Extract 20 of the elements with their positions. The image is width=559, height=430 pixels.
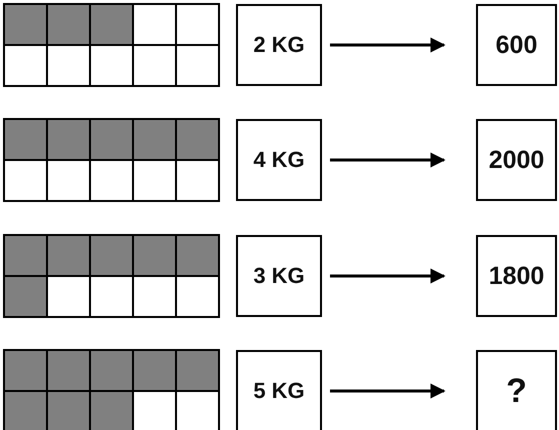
- result-value: ?: [506, 372, 527, 410]
- result-value: 600: [496, 30, 538, 60]
- result-value: 1800: [488, 262, 544, 290]
- arrow: [330, 268, 446, 284]
- weight-label: 4 KG: [253, 147, 305, 173]
- result-box: [476, 4, 557, 86]
- weight-label: 5 KG: [253, 378, 305, 404]
- weight-box: [236, 235, 322, 317]
- result-value: 2000: [488, 146, 544, 174]
- weight-box: [236, 4, 322, 86]
- weight-box: [236, 350, 322, 430]
- result-box: [476, 350, 557, 430]
- weight-label: 2 KG: [253, 32, 305, 58]
- arrow: [330, 152, 446, 168]
- weight-label: 3 KG: [253, 263, 305, 289]
- weight-box: [236, 119, 322, 201]
- result-box: [476, 119, 557, 201]
- result-box: [476, 235, 557, 317]
- arrow: [330, 384, 446, 398]
- arrow: [330, 38, 446, 52]
